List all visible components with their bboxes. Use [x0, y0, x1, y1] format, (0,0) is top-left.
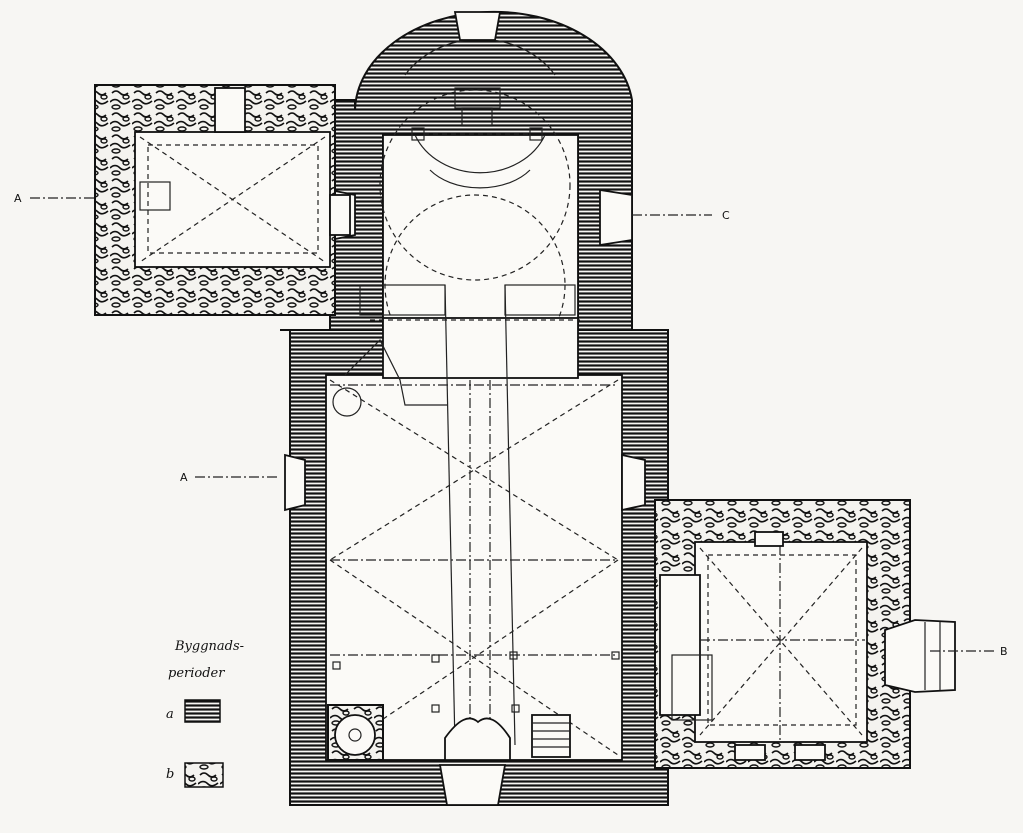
section-mark-a-nave: A [180, 471, 188, 484]
south-chapel [654, 499, 956, 769]
legend-title-line1: Byggnads- [174, 639, 244, 654]
legend-key-a: a [166, 707, 174, 722]
section-mark-a-left: A [14, 192, 22, 205]
legend-swatch-a [184, 699, 221, 723]
legend-key-b: b [166, 767, 174, 782]
section-mark-c-right: C [722, 209, 730, 222]
section-mark-b-right: B [1000, 645, 1008, 658]
nave [280, 284, 669, 806]
legend-swatch-b [184, 762, 224, 788]
legend: Byggnads- perioder a b [166, 639, 244, 788]
north-chapel [94, 84, 351, 316]
section-lines: A C A B [14, 192, 1008, 658]
legend-title-line2: perioder [168, 666, 225, 681]
